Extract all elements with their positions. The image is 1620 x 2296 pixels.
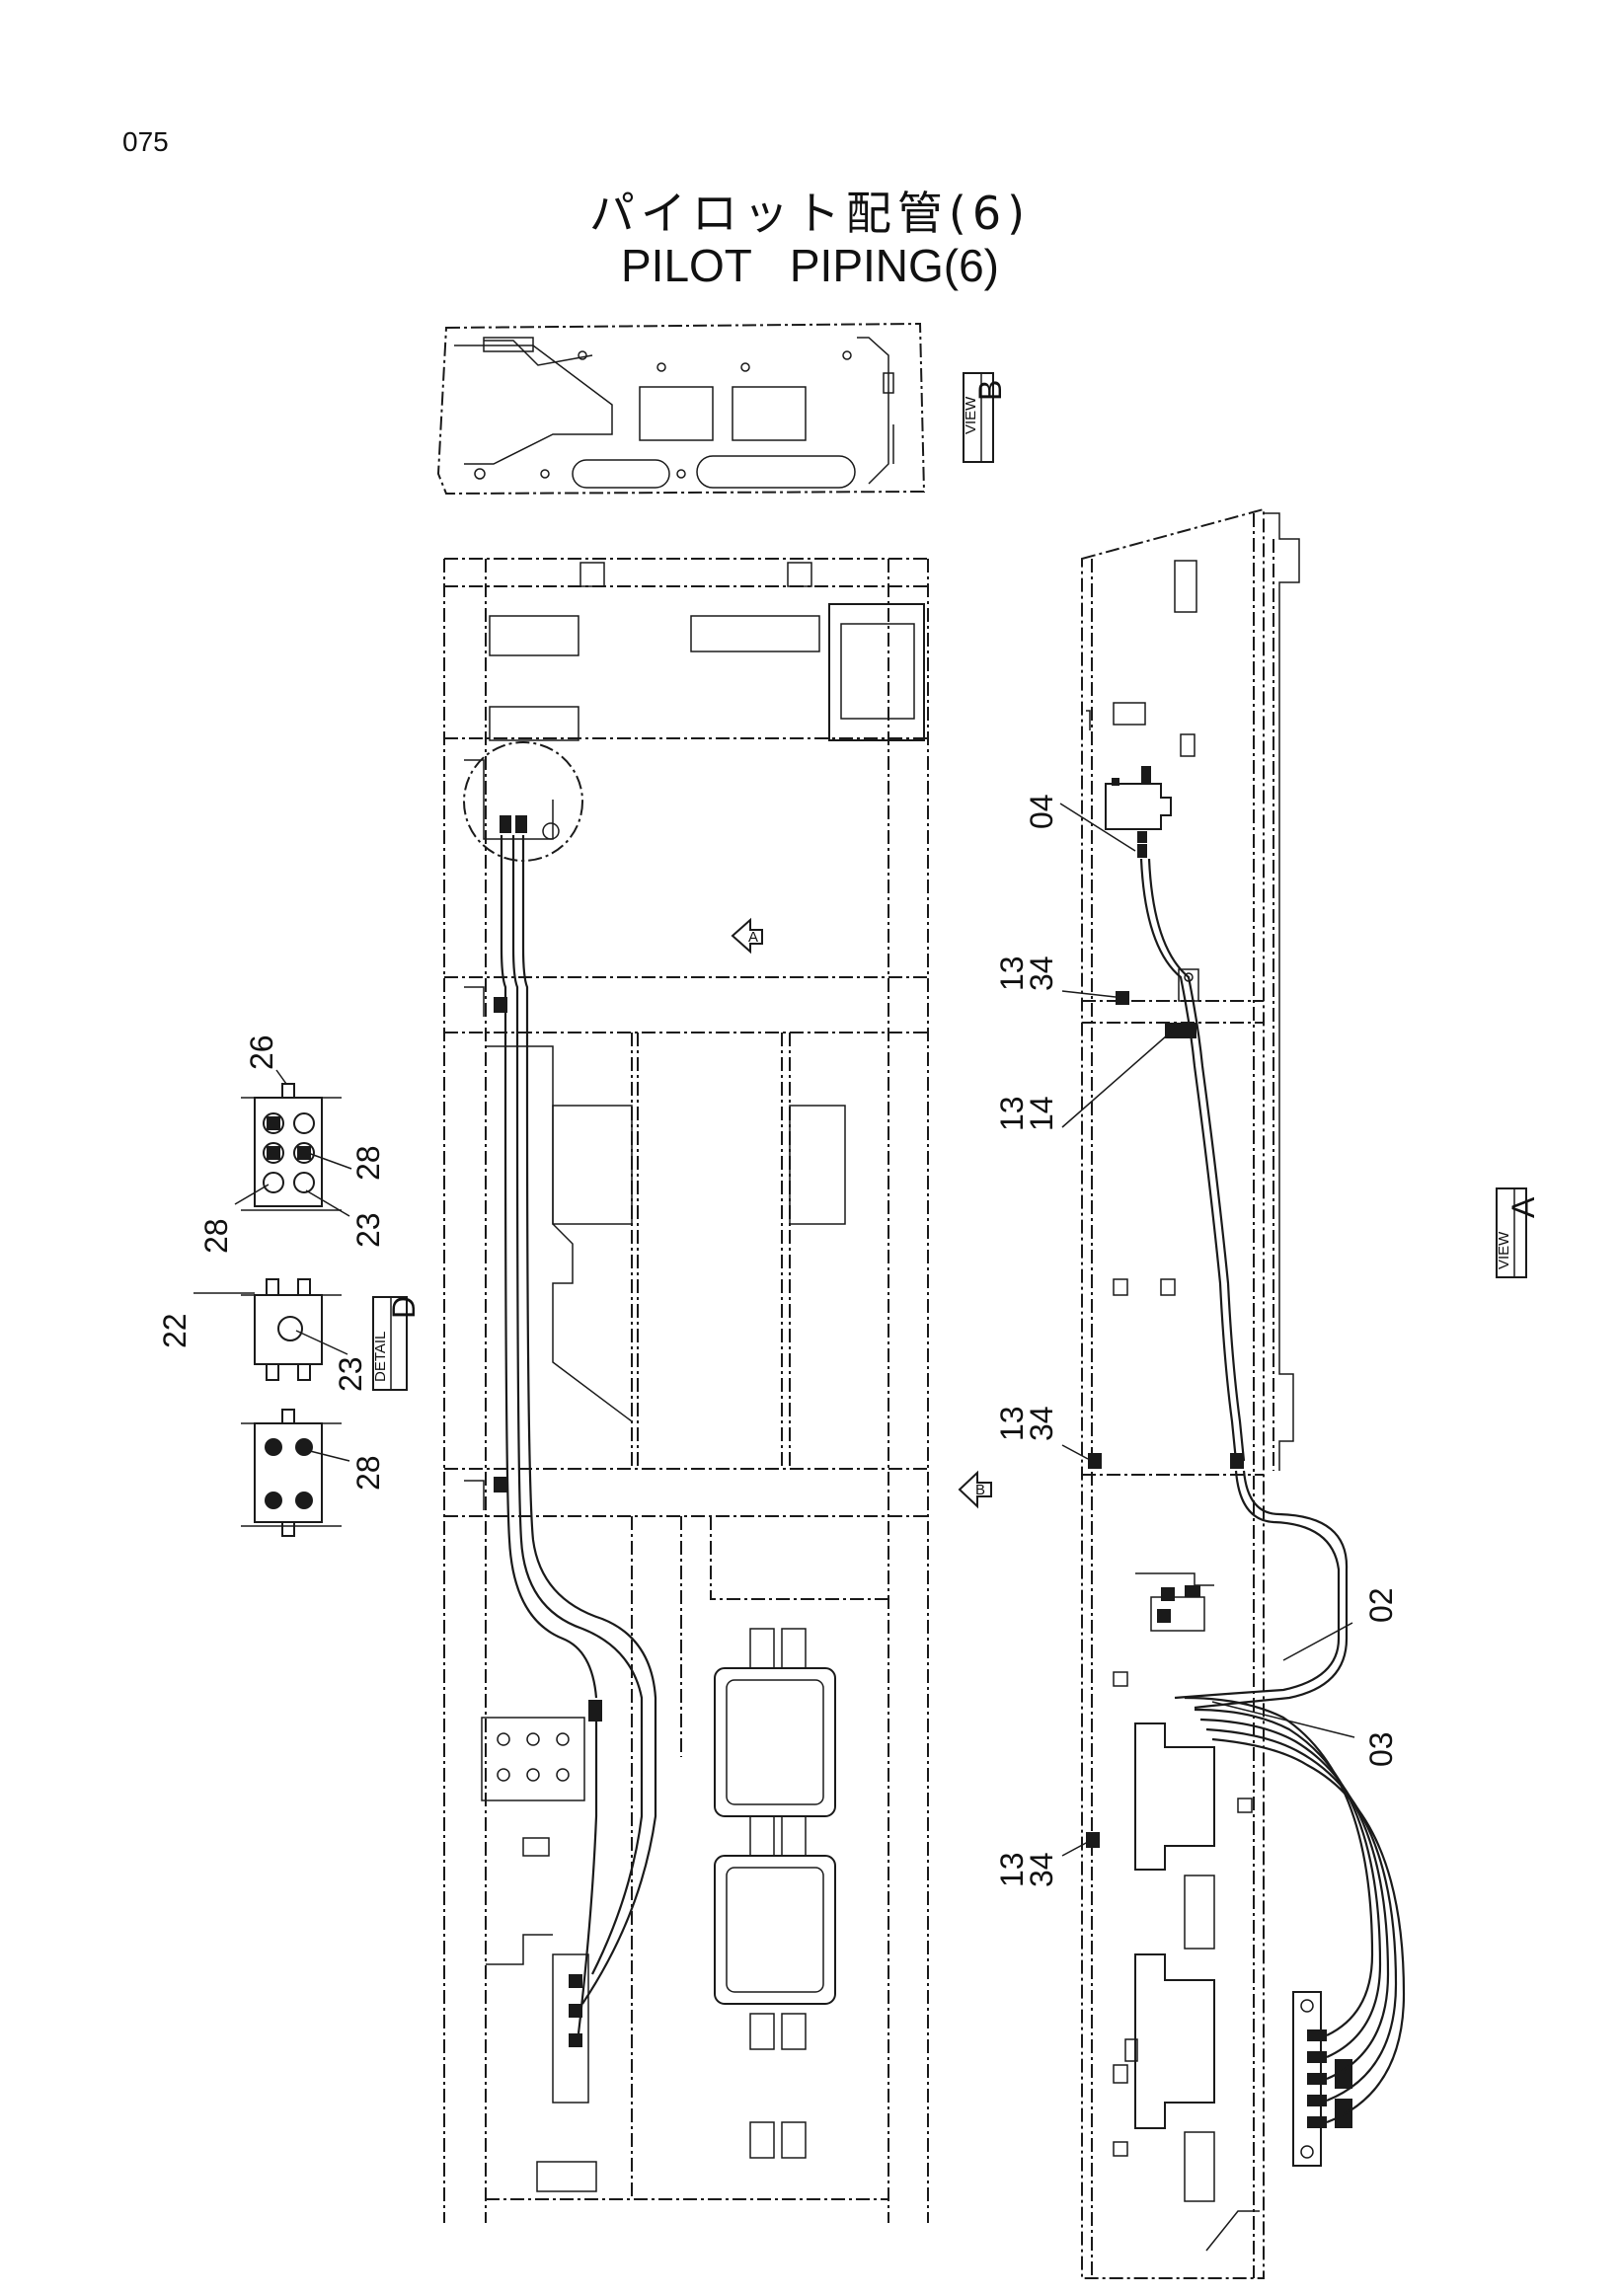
callout-13-2: 13 <box>994 1096 1030 1131</box>
detail-d-assembly <box>241 1083 342 1537</box>
view-a-frame <box>1081 507 1352 2279</box>
detail-d-tag: DETAIL D <box>372 1296 422 1391</box>
callout-28-a: 28 <box>350 1145 386 1181</box>
callout-03: 03 <box>1363 1731 1399 1767</box>
main-frame-left <box>443 558 929 2223</box>
svg-text:A: A <box>748 929 758 946</box>
callout-04: 04 <box>1024 794 1059 829</box>
pilot-hoses-right <box>1139 858 1406 2124</box>
view-a-arrow-marker: A <box>731 917 763 955</box>
callout-13-3: 13 <box>994 1406 1030 1441</box>
callout-14: 14 <box>1024 1096 1059 1131</box>
view-b-arrow-marker: B <box>958 1470 992 1509</box>
callout-28-b: 28 <box>198 1218 234 1254</box>
page-number: 075 <box>122 126 169 157</box>
view-a-tag: VIEW A <box>1496 1187 1541 1278</box>
svg-text:VIEW: VIEW <box>1496 1231 1512 1269</box>
callout-26: 26 <box>244 1034 279 1070</box>
title-japanese: パイロット配管(6) <box>588 187 1032 240</box>
callout-23-b: 23 <box>333 1356 368 1392</box>
callout-34-3: 34 <box>1024 1406 1059 1441</box>
svg-text:VIEW: VIEW <box>963 396 979 434</box>
svg-text:D: D <box>386 1296 422 1319</box>
svg-text:B: B <box>972 380 1008 401</box>
callout-28-c: 28 <box>350 1455 386 1491</box>
callout-02: 02 <box>1363 1587 1399 1623</box>
detail-d-leaders <box>193 1069 352 1462</box>
svg-text:B: B <box>975 1482 985 1498</box>
callout-23-a: 23 <box>350 1212 386 1248</box>
view-a-leaders <box>1059 803 1355 1857</box>
callout-34-1: 34 <box>1024 956 1059 991</box>
svg-text:DETAIL: DETAIL <box>372 1332 389 1382</box>
pilot-hoses-left <box>500 835 657 2034</box>
callout-22: 22 <box>157 1313 193 1348</box>
title-english: PILOT PIPING(6) <box>620 240 1000 291</box>
callout-34-4: 34 <box>1024 1852 1059 1887</box>
callout-13-4: 13 <box>994 1852 1030 1887</box>
view-b-tag: VIEW B <box>963 372 1008 463</box>
svg-text:A: A <box>1505 1196 1541 1218</box>
view-b-panel <box>436 322 926 496</box>
callout-13-1: 13 <box>994 956 1030 991</box>
